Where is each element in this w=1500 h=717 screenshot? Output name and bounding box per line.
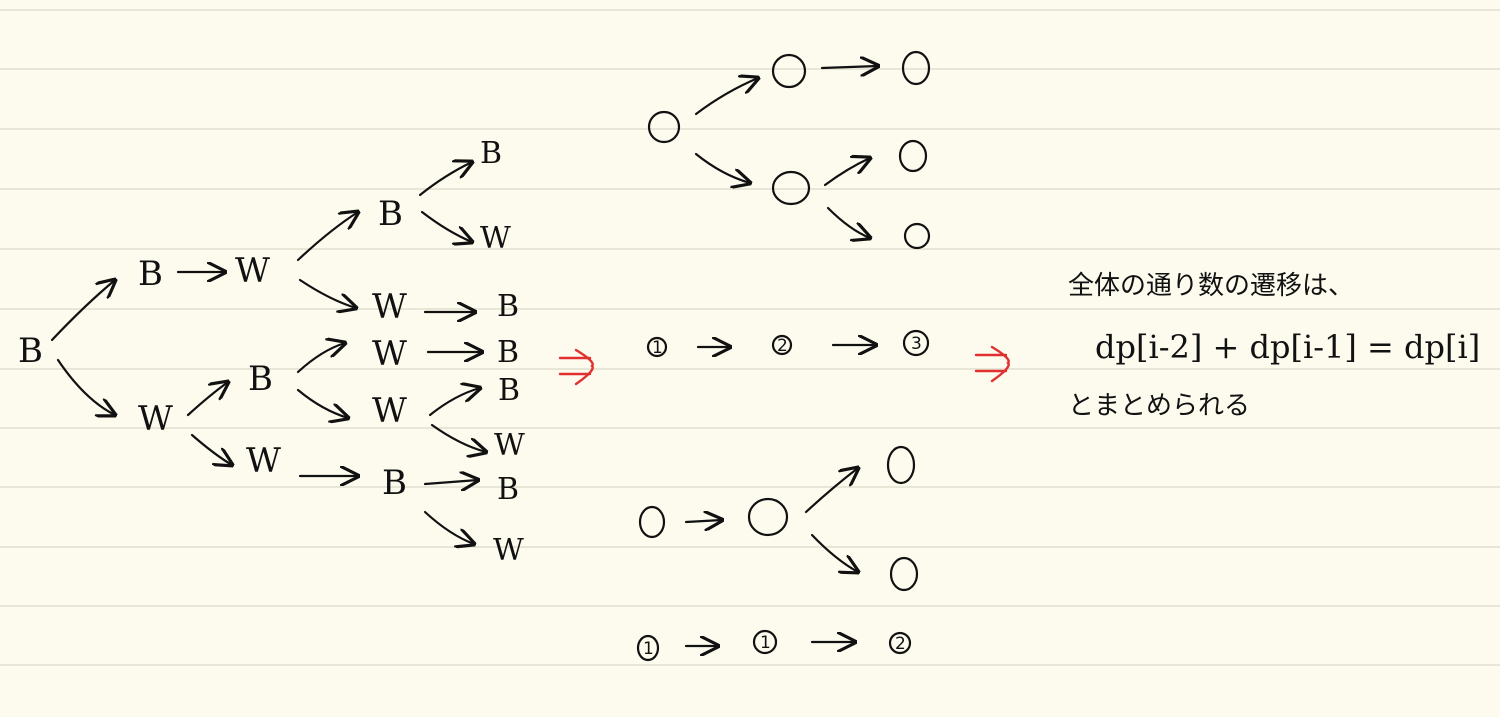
seq-circle [752,629,778,655]
node-l2-b: W [372,287,407,327]
node-l3-b: W [372,334,407,374]
circle-node [647,110,681,144]
edge [190,433,232,465]
circle-tree-bottom [638,445,919,592]
node-l2-c: B [248,359,273,399]
notebook-rules [0,9,1500,666]
seq-b2: 1 [760,633,771,653]
edge [694,152,750,183]
circle-node [638,505,666,539]
seq-circle [888,631,912,655]
node-l2-a: B [378,194,403,234]
node-l4-b: W [480,221,511,256]
seq-b3: 2 [895,634,906,654]
circle-node [901,50,931,86]
edge [428,388,480,417]
note-line-1: 全体の通り数の遷移は、 [1068,271,1354,301]
node-root: B [18,331,43,371]
edge [694,78,758,116]
top-sequence: 1 2 3 [646,329,930,358]
note-formula: dp[i-2] + dp[i-1] = dp[i] [1095,328,1480,366]
edge [804,468,858,514]
edge [810,533,858,572]
node-l4-a: B [480,136,502,171]
edge [684,520,722,522]
edge [826,206,870,238]
circle-node [886,445,916,485]
edge [823,158,870,187]
circle-node [771,53,807,89]
node-l4-c: B [497,472,519,507]
circle-node [898,139,928,173]
circle-node [771,170,811,206]
seq-3: 3 [911,334,922,354]
node-l4-d: W [493,533,524,568]
edge [296,388,348,418]
implies-arrow-2 [974,345,1010,383]
seq-circle [636,634,660,662]
node-l2-d: W [246,441,281,481]
edge [296,343,345,374]
node-l3-c: B [497,335,519,370]
implies-arrow-1 [558,348,594,386]
seq-circle [771,334,793,356]
seq-circle [646,336,668,358]
circle-node [889,556,919,592]
seq-circle [902,329,930,357]
circle-tree-top [647,50,931,250]
circle-node [903,222,931,250]
node-l3-f: W [494,428,525,463]
bw-tree: B B W W B W B W B W B W B W B W B [18,136,525,568]
node-l3-g: B [382,463,407,503]
edge [423,480,478,484]
node-l3-d: W [372,391,407,431]
seq-b1: 1 [643,639,654,659]
edge [423,510,474,544]
edge [430,423,486,452]
node-l3-e: B [498,373,520,408]
node-l3-a: B [497,289,519,324]
edge [820,66,878,68]
edge [420,210,472,242]
node-l1-top-next: W [235,251,270,291]
circle-node [747,497,789,537]
seq-2: 2 [777,336,788,356]
edge [56,358,115,415]
edge [418,162,472,197]
edge [50,280,115,342]
edge [296,212,358,262]
edge [298,278,356,308]
note-block: 全体の通り数の遷移は、 dp[i-2] + dp[i-1] = dp[i] とま… [1068,271,1480,421]
node-l1-bot: W [138,399,173,439]
seq-1: 1 [652,338,663,358]
node-l1-top: B [138,254,163,294]
edge [186,382,228,417]
note-line-3: とまとめられる [1068,391,1250,421]
bottom-sequence: 1 1 2 [636,629,912,662]
